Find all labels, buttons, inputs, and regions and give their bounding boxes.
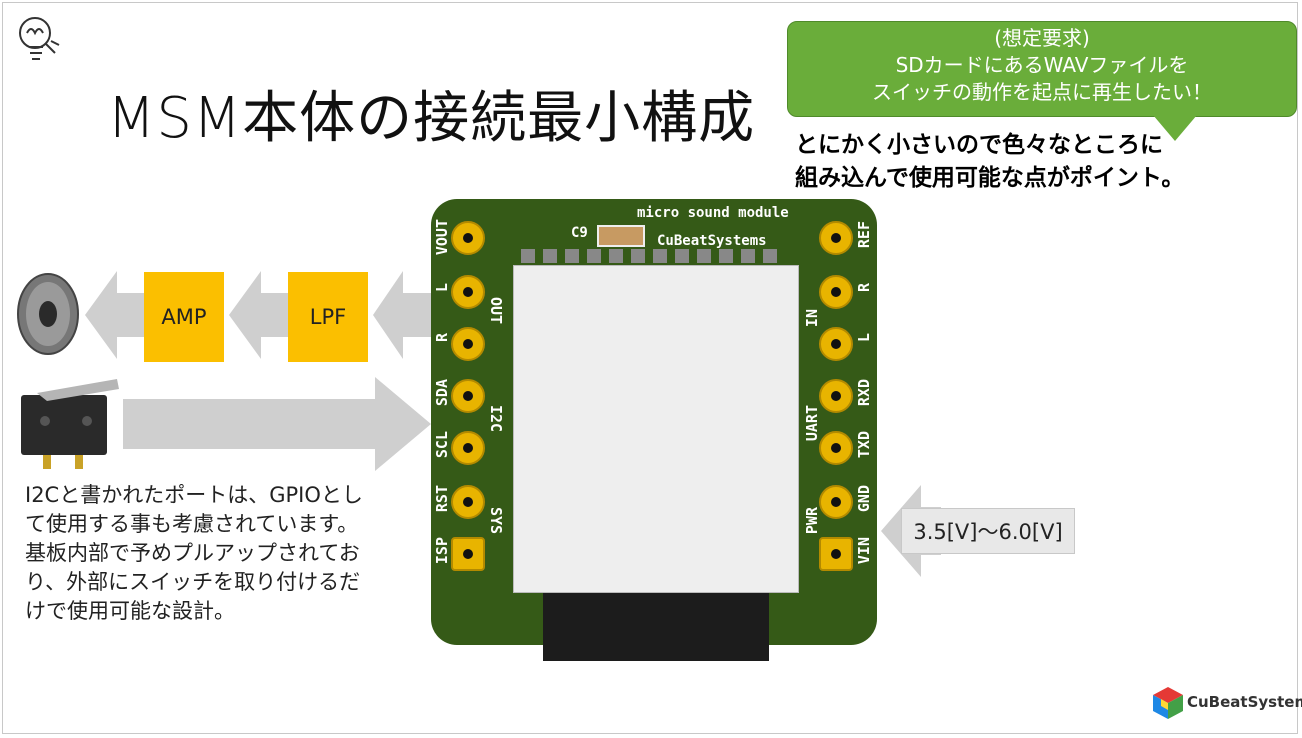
desc-line: て使用する事も考慮されています。: [25, 512, 359, 536]
pin-scl: [451, 431, 485, 465]
brand-logo-text: CuBeatSystems: [1187, 693, 1302, 711]
desc-line: 基板内部で予めプルアップされてお: [25, 541, 360, 565]
module-pads: [521, 249, 785, 263]
pin-label: L: [855, 333, 873, 343]
pin-label: VOUT: [433, 219, 451, 256]
pin-label: ISP: [433, 537, 451, 565]
capacitor: [597, 225, 645, 247]
pin-label: SCL: [433, 431, 451, 459]
group-label: IN: [803, 309, 821, 328]
arrow-left-icon: [229, 271, 291, 359]
speaker-icon: [17, 273, 79, 355]
group-label: UART: [803, 405, 821, 442]
pin-label: L: [433, 283, 451, 293]
pin-label: SDA: [433, 379, 451, 407]
callout-line: SDカードにあるWAVファイルを: [895, 53, 1189, 77]
silk-title: micro sound module: [637, 205, 789, 221]
group-label: SYS: [487, 507, 505, 535]
pin-label: REF: [855, 221, 873, 249]
pin-label: GND: [855, 485, 873, 513]
arrow-left-icon: [373, 271, 431, 359]
pin-rxd: [819, 379, 853, 413]
lpf-block: LPF: [288, 272, 368, 362]
sd-card-socket: [543, 593, 769, 661]
pin-l-in: [819, 327, 853, 361]
callout-line: スイッチの動作を起点に再生したい！: [872, 80, 1212, 104]
pin-label: R: [855, 283, 873, 293]
group-label: PWR: [803, 507, 821, 535]
callout-line: (想定要求): [994, 26, 1090, 50]
pin-ref: [819, 221, 853, 255]
voltage-label: 3.5[V]〜6.0[V]: [901, 508, 1075, 554]
i2c-description: I2Cと書かれたポートは、GPIOとし て使用する事も考慮されています。 基板内…: [25, 481, 415, 626]
desc-line: り、外部にスイッチを取り付けるだ: [25, 570, 361, 594]
pin-l: [451, 275, 485, 309]
pin-sda: [451, 379, 485, 413]
silk-cap: C9: [571, 225, 588, 241]
note-line: 組み込んで使用可能な点がポイント。: [795, 165, 1185, 191]
cubeatsystems-logo-icon: [1153, 687, 1183, 719]
pin-rst: [451, 485, 485, 519]
arrow-left-icon: [85, 271, 147, 359]
pin-label: TXD: [855, 431, 873, 459]
group-label: OUT: [487, 297, 505, 325]
pin-label: RST: [433, 485, 451, 513]
pin-vin: [819, 537, 853, 571]
pin-label: RXD: [855, 379, 873, 407]
page-title: MSM本体の接続最小構成: [107, 86, 756, 151]
note-line: とにかく小さいので色々なところに: [795, 132, 1163, 158]
amp-block: AMP: [144, 272, 224, 362]
pin-txd: [819, 431, 853, 465]
pin-r-in: [819, 275, 853, 309]
sound-module-chip: [513, 265, 799, 593]
pin-label: VIN: [855, 537, 873, 565]
key-point-note: とにかく小さいので色々なところに 組み込んで使用可能な点がポイント。: [795, 129, 1184, 195]
callout-tail: [1153, 115, 1197, 141]
pin-isp: [451, 537, 485, 571]
arrow-right-icon: [123, 377, 431, 471]
pin-r: [451, 327, 485, 361]
pin-label: R: [433, 333, 451, 343]
group-label: I2C: [487, 405, 505, 433]
silk-brand: CuBeatSystems: [657, 233, 767, 249]
pin-gnd: [819, 485, 853, 519]
microswitch-icon: [21, 379, 119, 469]
lightbulb-sketch-icon: [19, 17, 60, 60]
requirement-callout: (想定要求) SDカードにあるWAVファイルを スイッチの動作を起点に再生したい…: [787, 21, 1297, 117]
pin-vout: [451, 221, 485, 255]
desc-line: けで使用可能な設計。: [25, 599, 235, 623]
desc-line: I2Cと書かれたポートは、GPIOとし: [25, 483, 363, 507]
